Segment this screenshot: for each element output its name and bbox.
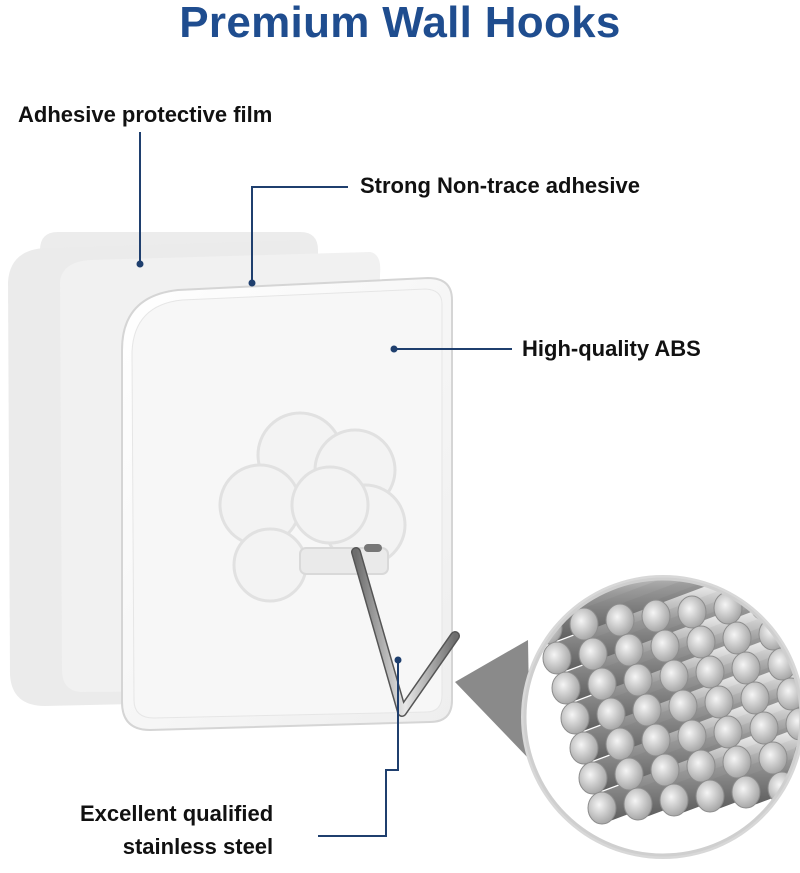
- callout-line-adhesive: [251, 186, 348, 283]
- steel-rod-end: [659, 783, 689, 817]
- steel-rod-end: [731, 775, 761, 809]
- steel-rod-end: [569, 607, 599, 641]
- label-abs: High-quality ABS: [522, 336, 701, 361]
- steel-rod-end: [587, 791, 617, 825]
- callout-lines: [139, 132, 512, 837]
- steel-rod-end: [569, 731, 599, 765]
- steel-rod-end: [623, 663, 653, 697]
- steel-rod-end: [749, 711, 779, 745]
- steel-rod-end: [695, 779, 725, 813]
- steel-rod-end: [578, 637, 608, 671]
- page-title: Premium Wall Hooks: [179, 0, 621, 47]
- steel-rod-end: [614, 633, 644, 667]
- steel-rod-end: [614, 757, 644, 791]
- steel-hook: [351, 544, 460, 717]
- steel-rod-end: [659, 659, 689, 693]
- steel-rod-end: [785, 707, 800, 741]
- flower-emboss: [218, 411, 407, 603]
- steel-rod-end: [686, 625, 716, 659]
- steel-rod-end: [641, 599, 671, 633]
- steel-rod-end: [668, 689, 698, 723]
- steel-rod-end: [686, 749, 716, 783]
- steel-rod-end: [740, 681, 770, 715]
- steel-rod-end: [560, 701, 590, 735]
- steel-rod-end: [578, 761, 608, 795]
- label-steel: Excellent qualified stainless steel: [80, 797, 273, 863]
- steel-rod-end: [704, 685, 734, 719]
- callout-dot-film: [136, 260, 144, 268]
- label-steel-line1: Excellent qualified: [80, 801, 274, 826]
- callout-dot-adhesive: [248, 279, 256, 287]
- label-protective-film: Adhesive protective film: [18, 102, 273, 127]
- steel-rod-end: [551, 671, 581, 705]
- steel-rod-end: [650, 629, 680, 663]
- steel-rod-end: [641, 723, 671, 757]
- steel-rod-body: [764, 579, 800, 620]
- steel-rod-end: [722, 621, 752, 655]
- steel-rod-end: [623, 787, 653, 821]
- zoom-pointer: [455, 640, 530, 760]
- steel-rod-end: [713, 715, 743, 749]
- label-steel-line2: stainless steel: [122, 834, 274, 859]
- steel-rod-end: [758, 741, 788, 775]
- steel-rod-end: [677, 719, 707, 753]
- steel-rod-end: [605, 727, 635, 761]
- steel-rod-end: [605, 603, 635, 637]
- steel-rod-end: [596, 697, 626, 731]
- steel-rod-end: [695, 655, 725, 689]
- callout-line-steel: [318, 660, 399, 837]
- callout-dot-abs: [390, 345, 398, 353]
- steel-rod-end: [731, 651, 761, 685]
- steel-rod-end: [632, 693, 662, 727]
- steel-rod-end: [587, 667, 617, 701]
- label-adhesive: Strong Non-trace adhesive: [360, 173, 640, 198]
- callout-dot-steel: [394, 656, 402, 664]
- steel-rod-end: [542, 641, 572, 675]
- steel-rod-end: [650, 753, 680, 787]
- steel-rod-end: [722, 745, 752, 779]
- steel-rod-end: [677, 595, 707, 629]
